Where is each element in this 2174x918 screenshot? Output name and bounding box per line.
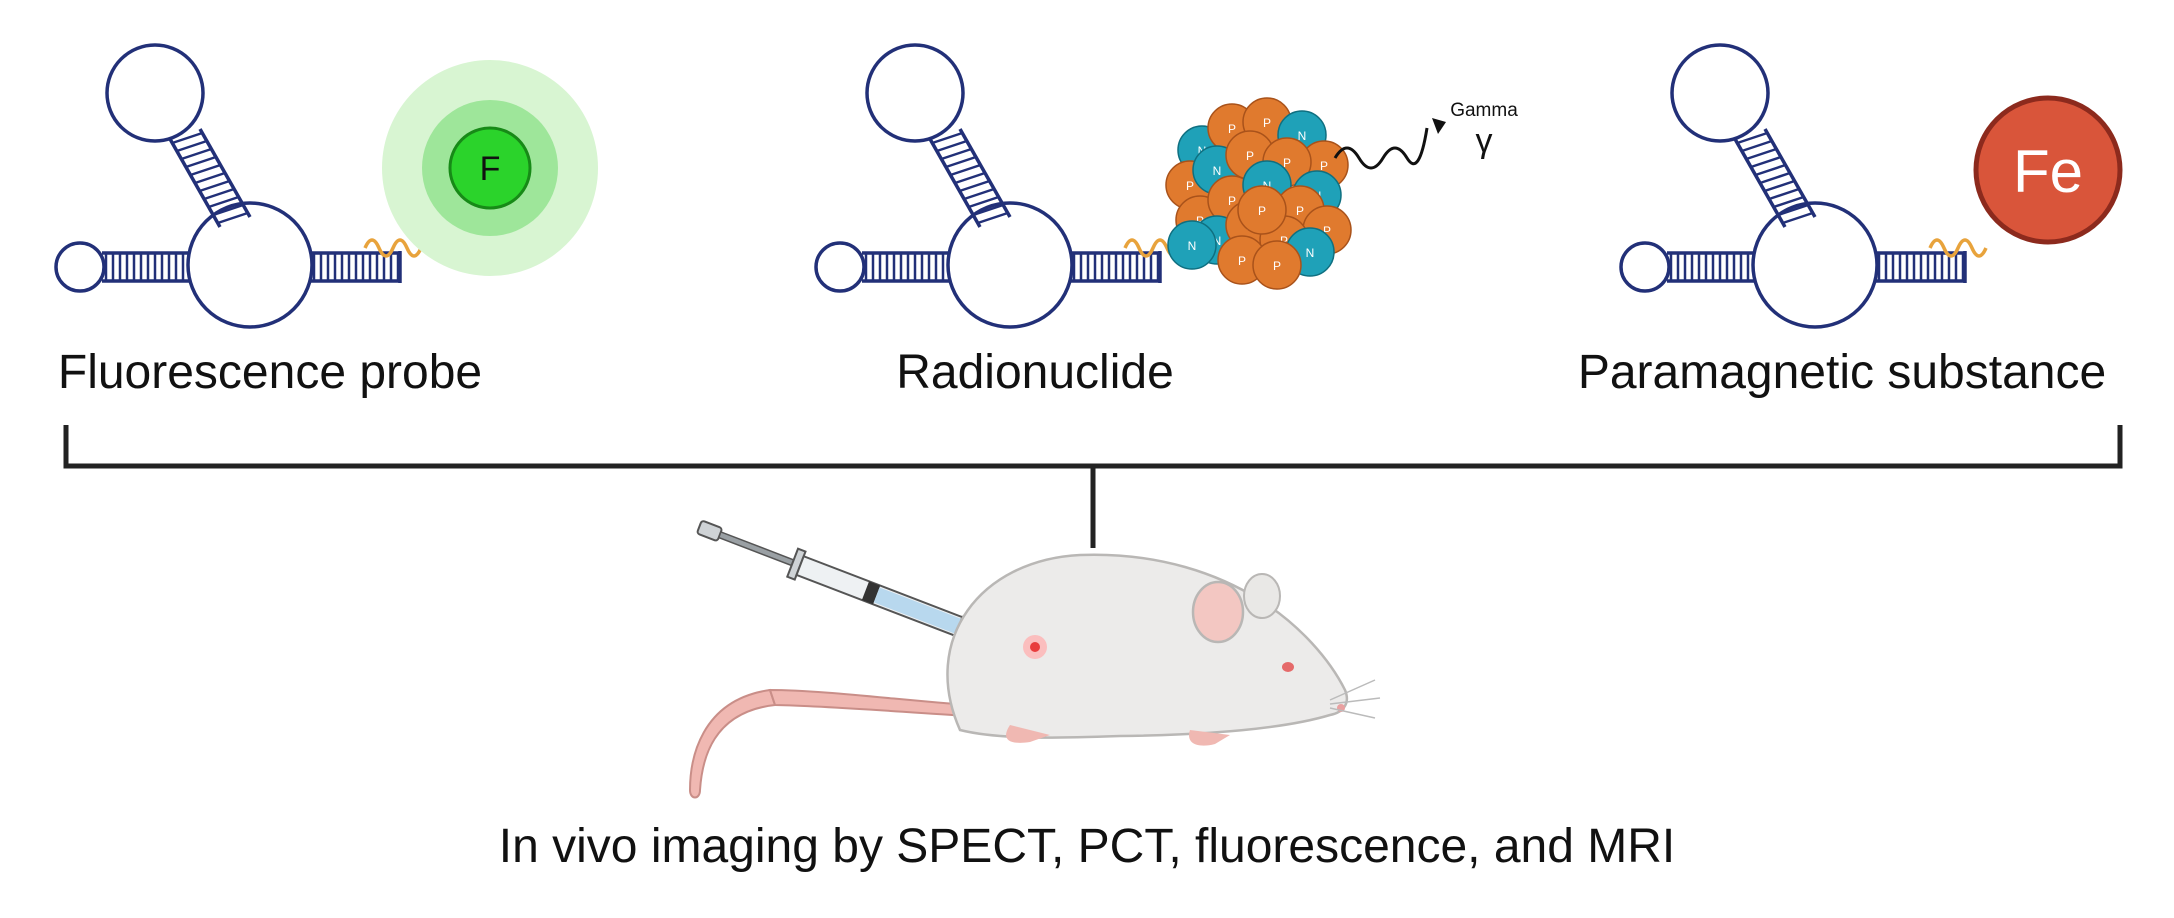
nucleon-letter: P [1186,179,1194,193]
stem-rung [1759,171,1791,185]
nucleus-icon: NPPNPPNPPNPPNPPNPPNPPNP [1165,97,1352,290]
label-paramagnetic-substance: Paramagnetic substance [1578,346,2106,399]
nucleon-letter: N [1213,164,1222,178]
stem-rung [1755,163,1786,177]
nucleon-letter: N [1306,246,1315,260]
stem-rung [190,163,221,177]
stem-rung [940,147,972,161]
nucleon-letter: P [1228,194,1236,208]
iron-symbol: Fe [2013,138,2083,205]
label-fluorescence-probe: Fluorescence probe [58,346,482,399]
stem-rung [959,179,990,193]
nucleon-letter: P [1323,224,1331,238]
nucleon-letter: P [1283,156,1291,170]
nucleon-letter: P [1246,149,1254,163]
nucleon-letter: P [1238,254,1246,268]
stem-rung [217,211,249,225]
stem-rung [963,187,995,201]
stem-rung [1745,147,1777,161]
gamma-emission: Gamma γ [1333,100,1518,170]
stem-rung [1777,203,1809,217]
stem-rung [977,211,1009,225]
stem-rung [945,155,977,169]
stem-rung [1773,195,1805,209]
nucleon-letter: P [1228,122,1236,136]
gamma-label: Gamma [1450,100,1518,121]
stem-rung [1764,179,1795,193]
stem-rung [176,139,208,153]
fluorophore-icon: F [382,60,598,276]
iron-atom-icon: Fe [1973,95,2123,245]
stem-rung [1782,211,1814,225]
proton-sphere [1237,185,1287,235]
fluorophore-symbol: F [480,150,501,188]
nucleon-letter: P [1258,204,1266,218]
bracket [63,425,2123,548]
stem-rung [203,187,235,201]
nucleon-letter: P [1273,259,1281,273]
nucleon-letter: P [1296,204,1304,218]
aptamer-hairpin-icon [1619,43,1967,329]
aptamer-hairpin-icon [54,43,402,329]
stem-rung [194,171,226,185]
nucleon-letter: N [1298,129,1307,143]
stem-rung [212,203,244,217]
stem-rung [950,163,981,177]
nucleon-letter: N [1188,239,1197,253]
stem-rung [1736,131,1768,145]
stem-rung [936,139,968,153]
stem-rung [968,195,1000,209]
stem-rungs [104,131,1965,281]
neutron-sphere [1167,220,1217,270]
label-radionuclide: Radionuclide [896,346,1174,399]
gamma-symbol: γ [1476,122,1493,160]
stem-rung [185,155,217,169]
caption: In vivo imaging by SPECT, PCT, fluoresce… [499,820,1676,873]
nucleon-letter: N [1213,234,1222,248]
aptamer-hairpin-icon [814,43,1162,329]
nucleon-letter: P [1196,214,1204,228]
stem-rung [972,203,1004,217]
stem-rung [1750,155,1782,169]
linker-icon [1928,238,1988,258]
mouse-icon [688,553,1381,799]
syringe-icon [696,520,1036,657]
stem-rung [931,131,963,145]
stem-rung [199,179,230,193]
stem-rung [954,171,986,185]
stem-rung [1768,187,1800,201]
linker-icon [363,238,423,258]
stem-rung [1741,139,1773,153]
stem-rung [208,195,240,209]
proton-sphere [1252,240,1302,290]
stem-rung [171,131,203,145]
nucleon-letter: P [1280,234,1288,248]
nucleon-letter: P [1320,159,1328,173]
stem-rung [180,147,212,161]
nucleon-letter: P [1263,116,1271,130]
